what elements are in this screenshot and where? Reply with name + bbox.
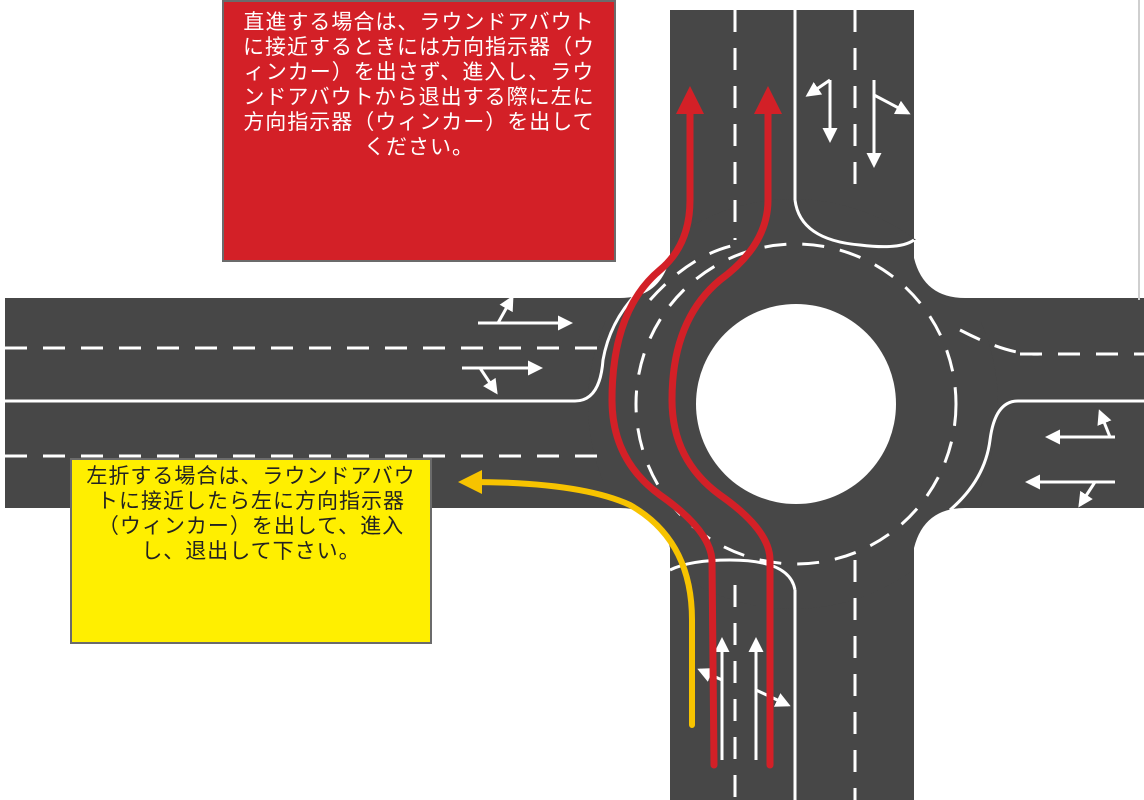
edge-line bbox=[1138, 0, 1140, 300]
arrow-left-icon bbox=[458, 470, 695, 728]
lane-direction-icon bbox=[1078, 481, 1097, 508]
lane-markings bbox=[5, 10, 1144, 800]
lane-direction-icon bbox=[873, 93, 911, 115]
lane-direction-icon bbox=[805, 78, 831, 97]
lane-direction-icon bbox=[496, 295, 514, 324]
road-surface bbox=[5, 10, 1144, 800]
corner-curbs bbox=[600, 240, 985, 570]
lane-arrows bbox=[462, 78, 1115, 760]
left-turn-instruction-callout: 左折する場合は、ラウンドアバウトに接近したら左に方向指示器（ウィンカー）を出して… bbox=[70, 458, 432, 644]
left-turn-path bbox=[458, 470, 695, 728]
lane-direction-icon bbox=[1097, 409, 1112, 438]
central-island bbox=[696, 304, 896, 504]
straight-paths bbox=[608, 86, 782, 769]
straight-instruction-callout: 直進する場合は、ラウンドアバウトに接近するときには方向指示器（ウィンカー）を出さ… bbox=[222, 0, 616, 262]
arrow-up-icon bbox=[608, 86, 718, 769]
lane-direction-icon bbox=[478, 367, 498, 395]
arrow-up-icon bbox=[668, 86, 782, 769]
